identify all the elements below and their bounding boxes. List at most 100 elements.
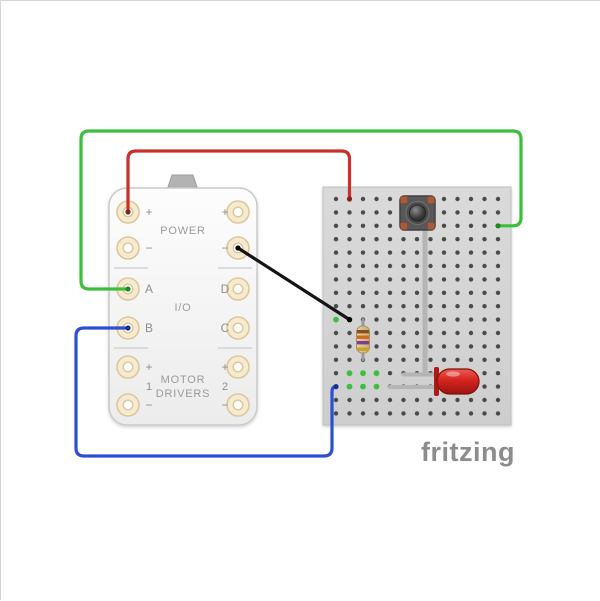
breadboard-hole[interactable] bbox=[468, 330, 474, 336]
breadboard-hole[interactable] bbox=[401, 357, 406, 362]
breadboard-hole[interactable] bbox=[374, 411, 379, 416]
breadboard-hole[interactable] bbox=[387, 411, 393, 416]
breadboard-hole[interactable] bbox=[387, 317, 393, 322]
breadboard-hole[interactable] bbox=[387, 371, 393, 376]
breadboard-hole[interactable] bbox=[374, 263, 379, 269]
breadboard-hole[interactable] bbox=[482, 344, 487, 349]
breadboard-hole[interactable] bbox=[495, 330, 501, 336]
breadboard-hole[interactable] bbox=[414, 357, 420, 362]
breadboard-hole[interactable] bbox=[441, 411, 447, 416]
pushbutton[interactable] bbox=[399, 195, 436, 231]
wire-green[interactable] bbox=[79, 129, 523, 291]
breadboard-hole[interactable] bbox=[414, 277, 420, 282]
breadboard-hole[interactable] bbox=[482, 237, 487, 242]
breadboard-hole[interactable] bbox=[482, 397, 487, 403]
breadboard-hole[interactable] bbox=[455, 196, 460, 202]
breadboard-hole[interactable] bbox=[482, 384, 487, 389]
breadboard-hole[interactable] bbox=[333, 290, 339, 295]
breadboard-hole[interactable] bbox=[401, 344, 406, 349]
breadboard-hole[interactable] bbox=[333, 196, 339, 202]
wire-red-endpoint[interactable] bbox=[125, 209, 131, 215]
breadboard-hole[interactable] bbox=[482, 277, 487, 282]
breadboard-hole[interactable] bbox=[347, 304, 352, 309]
breadboard-hole[interactable] bbox=[441, 304, 447, 309]
led[interactable] bbox=[388, 367, 480, 396]
breadboard-hole[interactable] bbox=[333, 371, 339, 376]
breadboard-hole[interactable] bbox=[468, 263, 474, 269]
breadboard-hole[interactable] bbox=[495, 384, 501, 389]
breadboard-hole[interactable] bbox=[414, 411, 420, 416]
led-body[interactable] bbox=[436, 368, 480, 395]
breadboard-hole[interactable] bbox=[441, 237, 447, 242]
wire-black-endpoint[interactable] bbox=[235, 245, 241, 251]
breadboard-hole[interactable] bbox=[387, 223, 393, 228]
pad-motor2-minus[interactable] bbox=[226, 393, 250, 417]
pad-power-minus-left[interactable] bbox=[116, 236, 140, 260]
breadboard-hole[interactable] bbox=[482, 250, 487, 255]
breadboard-hole[interactable] bbox=[387, 330, 393, 336]
breadboard-hole[interactable] bbox=[401, 411, 406, 416]
breadboard-hole[interactable] bbox=[441, 357, 447, 362]
breadboard-hole[interactable] bbox=[428, 237, 433, 242]
breadboard-hole[interactable] bbox=[495, 304, 501, 309]
breadboard-hole[interactable] bbox=[374, 344, 379, 349]
breadboard-hole[interactable] bbox=[428, 304, 433, 309]
breadboard-hole[interactable] bbox=[374, 277, 379, 282]
breadboard-hole-highlight[interactable] bbox=[346, 370, 353, 377]
wire-red-endpoint[interactable] bbox=[346, 196, 353, 202]
pad-io-c[interactable] bbox=[226, 316, 250, 340]
breadboard-hole[interactable] bbox=[428, 317, 433, 322]
breadboard-hole[interactable] bbox=[401, 397, 406, 403]
breadboard-hole[interactable] bbox=[495, 250, 501, 255]
breadboard-hole[interactable] bbox=[360, 263, 366, 269]
breadboard-hole[interactable] bbox=[333, 411, 339, 416]
breadboard-hole[interactable] bbox=[495, 290, 501, 295]
breadboard-hole[interactable] bbox=[428, 397, 433, 403]
breadboard-hole[interactable] bbox=[374, 290, 379, 295]
breadboard-hole[interactable] bbox=[455, 344, 460, 349]
breadboard-hole[interactable] bbox=[468, 344, 474, 349]
breadboard-hole[interactable] bbox=[387, 290, 393, 295]
breadboard-hole-highlight[interactable] bbox=[373, 383, 380, 390]
breadboard-hole[interactable] bbox=[495, 357, 501, 362]
breadboard-hole[interactable] bbox=[455, 397, 460, 403]
breadboard-hole[interactable] bbox=[374, 317, 379, 322]
breadboard-hole[interactable] bbox=[468, 357, 474, 362]
breadboard-hole[interactable] bbox=[495, 196, 501, 202]
breadboard-hole[interactable] bbox=[455, 290, 460, 295]
breadboard-hole[interactable] bbox=[347, 237, 352, 242]
breadboard-hole[interactable] bbox=[441, 330, 447, 336]
breadboard-hole[interactable] bbox=[333, 237, 339, 242]
breadboard-hole[interactable] bbox=[482, 304, 487, 309]
breadboard-hole[interactable] bbox=[374, 250, 379, 255]
breadboard-hole[interactable] bbox=[428, 250, 433, 255]
breadboard-hole[interactable] bbox=[401, 290, 406, 295]
breadboard-hole[interactable] bbox=[468, 290, 474, 295]
breadboard-hole[interactable] bbox=[495, 237, 501, 242]
breadboard-hole[interactable] bbox=[468, 397, 474, 403]
breadboard-hole[interactable] bbox=[482, 290, 487, 295]
breadboard-hole[interactable] bbox=[495, 397, 501, 403]
breadboard-hole[interactable] bbox=[414, 237, 420, 242]
breadboard-hole[interactable] bbox=[482, 330, 487, 336]
breadboard-hole[interactable] bbox=[495, 371, 501, 376]
board-body[interactable] bbox=[108, 187, 258, 426]
breadboard-hole[interactable] bbox=[482, 196, 487, 202]
breadboard-hole[interactable] bbox=[482, 263, 487, 269]
breadboard-hole[interactable] bbox=[414, 290, 420, 295]
breadboard-hole-highlight[interactable] bbox=[373, 370, 380, 377]
breadboard-hole[interactable] bbox=[482, 317, 487, 322]
breadboard-hole[interactable] bbox=[441, 397, 447, 403]
breadboard-hole[interactable] bbox=[347, 250, 352, 255]
breadboard-hole[interactable] bbox=[428, 330, 433, 336]
breadboard-hole[interactable] bbox=[482, 371, 487, 376]
breadboard-hole[interactable] bbox=[360, 277, 366, 282]
pad-motor1-plus[interactable] bbox=[116, 355, 140, 379]
breadboard-hole[interactable] bbox=[401, 317, 406, 322]
breadboard-hole[interactable] bbox=[455, 304, 460, 309]
breadboard-hole[interactable] bbox=[333, 397, 339, 403]
wire-blue-endpoint[interactable] bbox=[333, 384, 339, 390]
breadboard-hole[interactable] bbox=[374, 357, 379, 362]
breadboard-hole[interactable] bbox=[374, 237, 379, 242]
breadboard-hole[interactable] bbox=[347, 411, 352, 416]
